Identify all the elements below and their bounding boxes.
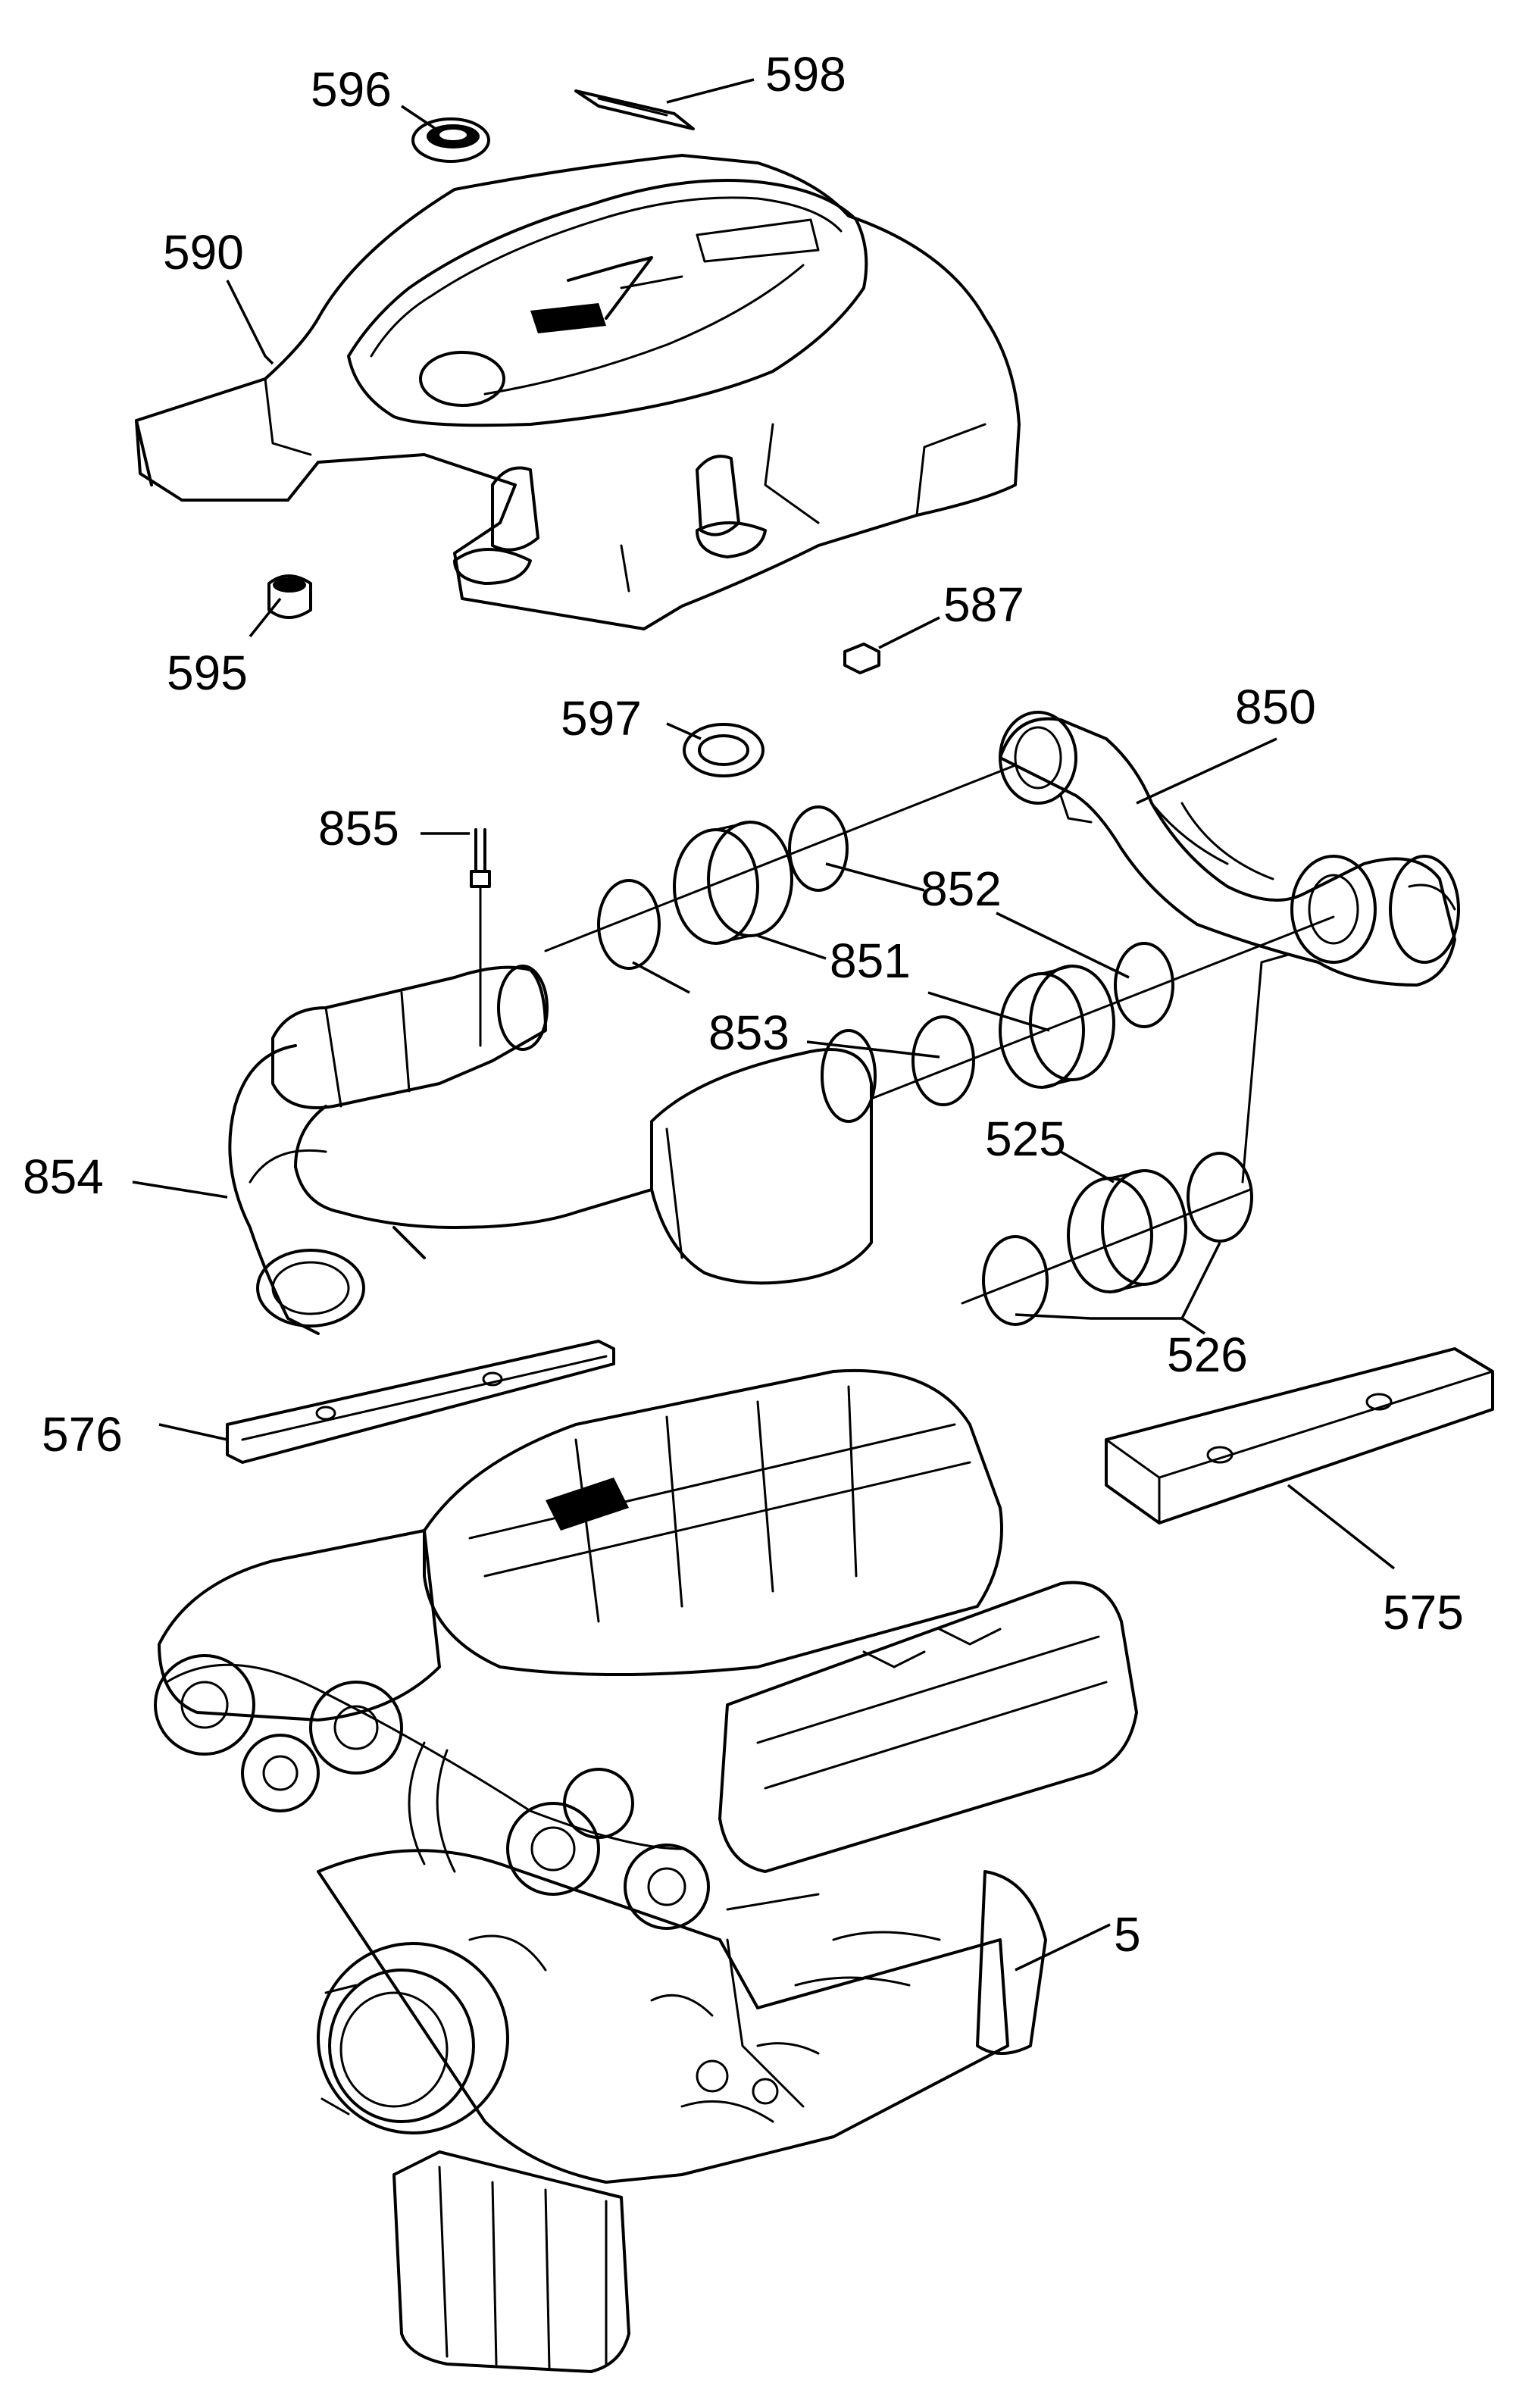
callout-598: 598 xyxy=(765,47,846,102)
callout-595: 595 xyxy=(167,646,248,700)
emblem-598 xyxy=(574,89,695,130)
oil-fill-cap-596 xyxy=(411,117,490,163)
callout-587: 587 xyxy=(943,577,1024,632)
callout-526: 526 xyxy=(1167,1328,1248,1382)
clamp-853-b xyxy=(911,1015,975,1106)
callout-853: 853 xyxy=(708,1005,790,1060)
heat-shield-576 xyxy=(226,1340,615,1464)
clamp-853-a xyxy=(597,879,661,970)
leader-lines xyxy=(132,78,1396,1972)
callout-852: 852 xyxy=(921,862,1002,916)
coupler-851-a xyxy=(673,821,793,945)
sensor-855 xyxy=(470,828,491,1047)
callout-575: 575 xyxy=(1383,1585,1464,1640)
callout-labels: 596 598 590 595 587 597 850 855 852 851 … xyxy=(23,47,1464,1962)
callout-854: 854 xyxy=(23,1149,104,1204)
alignment-lines xyxy=(544,764,1335,1305)
callout-596: 596 xyxy=(311,62,392,117)
callout-597: 597 xyxy=(561,691,642,746)
callout-576: 576 xyxy=(42,1407,123,1462)
coupler-525 xyxy=(1067,1169,1187,1293)
callout-855: 855 xyxy=(318,801,399,855)
seal-597 xyxy=(683,723,764,777)
intake-duct-854 xyxy=(228,965,877,1335)
nut-587 xyxy=(843,643,880,674)
coupler-851-b xyxy=(999,965,1115,1089)
callout-525: 525 xyxy=(985,1112,1066,1166)
callout-850: 850 xyxy=(1235,680,1316,734)
clamp-526-b xyxy=(982,1235,1049,1326)
callout-5: 5 xyxy=(1114,1907,1141,1962)
callout-851: 851 xyxy=(830,933,911,988)
intake-duct-850 xyxy=(999,711,1460,987)
heat-shield-575 xyxy=(1105,1347,1494,1525)
callout-590: 590 xyxy=(163,225,244,280)
clamp-852-b xyxy=(1114,942,1174,1028)
grommet-595 xyxy=(267,574,312,619)
clamp-526-a xyxy=(1187,1152,1253,1243)
engine-cover xyxy=(135,154,1021,630)
clamp-852-a xyxy=(788,805,849,892)
engine-assembly-5 xyxy=(154,1368,1138,2373)
